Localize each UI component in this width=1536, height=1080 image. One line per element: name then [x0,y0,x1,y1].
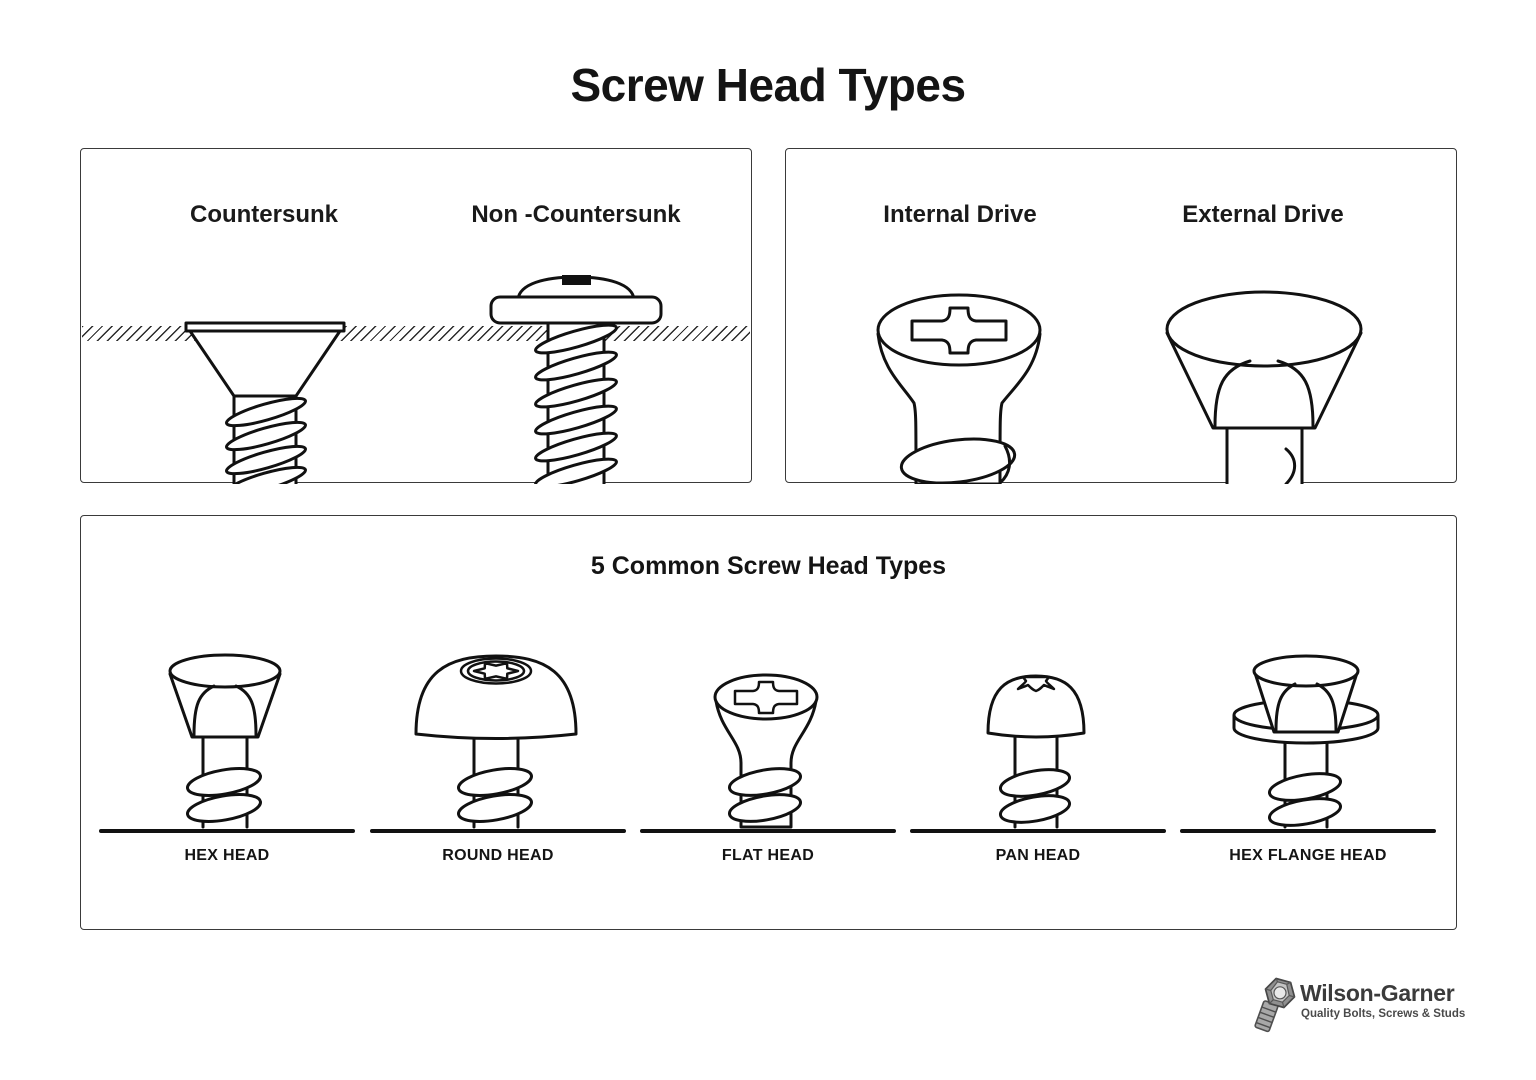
round-head-screw-icon [414,654,578,829]
logo-name: Wilson-Garner [1300,980,1455,1006]
flat-head-column: FLAT HEAD [640,516,896,929]
hex-flange-head-column: HEX FLANGE HEAD [1180,516,1436,929]
flat-head-baseline [640,829,896,833]
pan-head-screw-icon [986,674,1086,829]
common-panel-title: 5 Common Screw Head Types [590,552,947,580]
round-head-label: ROUND HEAD [442,847,554,864]
external-drive-bolt-icon [1165,290,1363,484]
pan-head-label: PAN HEAD [995,847,1081,864]
bolt-logo-icon [1254,977,1296,1033]
drive-panel: Internal Drive External Drive [785,148,1457,484]
flat-head-screw-icon [713,673,819,829]
hex-flange-head-screw-icon [1232,654,1380,829]
pan-head-column: PAN HEAD [910,516,1166,929]
non-countersunk-screw-icon [489,275,663,484]
hex-flange-head-baseline [1180,829,1436,833]
countersunk-screw-icon [184,321,346,484]
round-head-baseline [370,829,626,833]
flat-head-label: FLAT HEAD [721,847,815,864]
countersink-panel: Countersunk Non -Countersunk [80,148,752,484]
common-types-panel: 5 Common Screw Head Types HEX HEAD [80,515,1457,930]
non-countersunk-label: Non -Countersunk [471,201,681,228]
hex-head-screw-icon [168,653,282,829]
hex-head-baseline [99,829,355,833]
logo-tagline: Quality Bolts, Screws & Studs [1301,1008,1466,1020]
hex-head-label: HEX HEAD [184,847,270,864]
hex-flange-head-label: HEX FLANGE HEAD [1229,847,1387,864]
countersunk-label: Countersunk [189,201,339,228]
external-drive-label: External Drive [1182,201,1344,228]
pan-head-baseline [910,829,1166,833]
internal-drive-screw-icon [876,293,1042,484]
hex-head-column: HEX HEAD [99,516,355,929]
round-head-column: ROUND HEAD [370,516,626,929]
internal-drive-label: Internal Drive [883,201,1037,228]
brand-logo: Wilson-Garner Quality Bolts, Screws & St… [1253,976,1466,1036]
page-title: Screw Head Types [570,59,966,111]
